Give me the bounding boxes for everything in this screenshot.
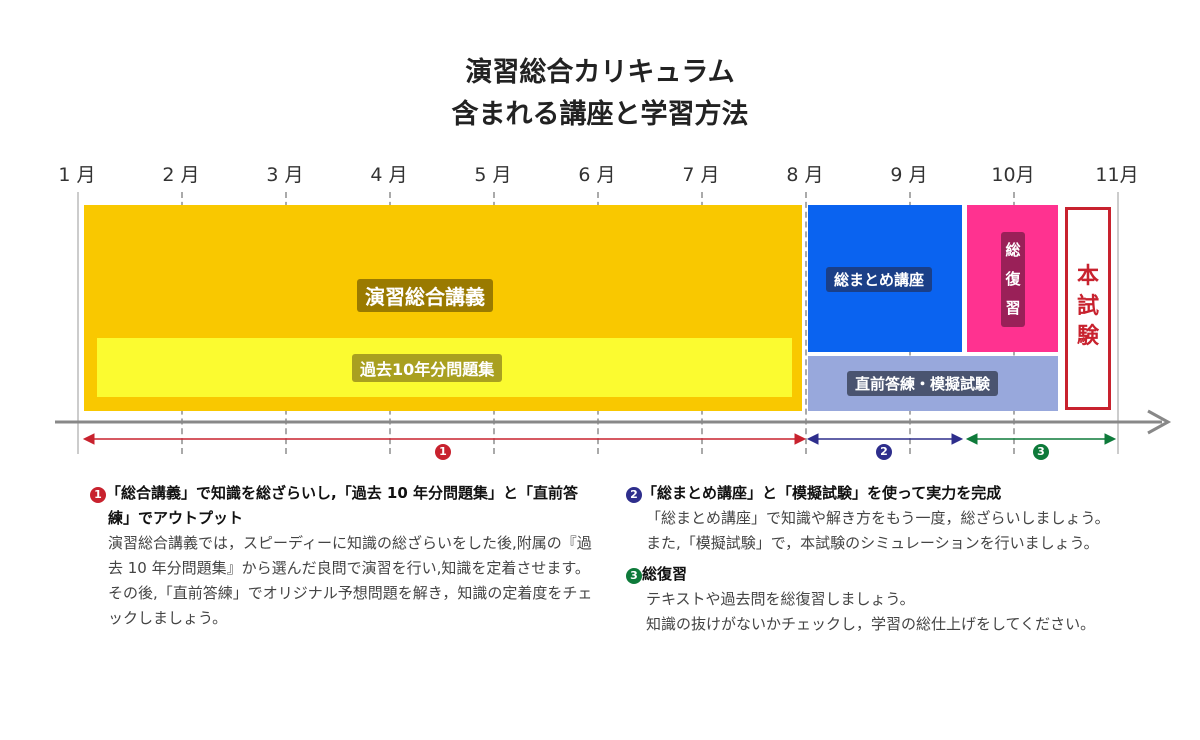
phase-1-badge: 1 [90, 487, 106, 503]
phase-2-badge: 2 [876, 444, 892, 460]
month-gridline [805, 192, 807, 454]
month-label: 5 月 [474, 164, 512, 186]
month-gridline [1117, 192, 1119, 454]
exam-char: 本 [1076, 264, 1099, 289]
axis-arrowhead [1147, 409, 1172, 435]
month-label: 10月 [991, 164, 1035, 186]
month-label: 7 月 [682, 164, 720, 186]
summary-label: 総まとめ講座 [826, 267, 933, 292]
practice-label: 直前答練・模擬試験 [847, 371, 999, 396]
title-line-2: 含まれる講座と学習方法 [451, 99, 749, 130]
note-1-heading: 「総合講義」で知識を総ざらいし,「過去 10 年分問題集」と「直前答練」でアウト… [106, 484, 579, 527]
note-3-heading: 総復習 [642, 565, 688, 583]
month-label: 1 月 [58, 164, 96, 186]
lecture-label: 演習総合講義 [357, 279, 493, 312]
review-char: 復 [1005, 270, 1021, 288]
review-char: 総 [1005, 241, 1021, 259]
note-3-body-1: テキストや過去問を総復習しましょう。 [646, 590, 915, 608]
past-questions-label: 過去10年分問題集 [352, 354, 503, 382]
note-1: 1「総合講義」で知識を総ざらいし,「過去 10 年分問題集」と「直前答練」でアウ… [90, 481, 600, 631]
phase-3-badge: 3 [1033, 444, 1049, 460]
month-label: 2 月 [162, 164, 200, 186]
phase-3-arrow [965, 433, 1117, 445]
month-gridline [77, 192, 79, 454]
month-label: 3 月 [266, 164, 304, 186]
note-2: 2「総まとめ講座」と「模擬試験」を使って実力を完成 「総まとめ講座」で知識や解き… [626, 481, 1121, 637]
phase-1-arrow [82, 433, 807, 445]
month-label: 11月 [1095, 164, 1139, 186]
exam-char: 試 [1076, 294, 1099, 319]
month-label: 6 月 [578, 164, 616, 186]
phase-3-badge: 3 [626, 568, 642, 584]
note-2-body: 「総まとめ講座」で知識や解き方をもう一度，総ざらいしましょう。また,「模擬試験」… [646, 509, 1110, 552]
note-1-body: 演習総合講義では，スピーディーに知識の総ざらいをした後,附属の『過去 10 年分… [108, 534, 593, 627]
note-2-heading: 「総まとめ講座」と「模擬試験」を使って実力を完成 [642, 484, 1002, 502]
timeline-arrows [55, 409, 1172, 445]
title-line-1: 演習総合カリキュラム [465, 57, 735, 88]
review-label: 総 復 習 [1001, 232, 1025, 327]
phase-2-badge: 2 [626, 487, 642, 503]
phase-2-arrow [806, 433, 964, 445]
phase-1-badge: 1 [435, 444, 451, 460]
month-label: 4 月 [370, 164, 408, 186]
note-3-body-2: 知識の抜けがないかチェックし，学習の総仕上げをしてください。 [646, 615, 1096, 633]
review-char: 習 [1005, 299, 1021, 317]
month-label: 8 月 [786, 164, 824, 186]
month-label: 9 月 [890, 164, 928, 186]
exam-block: 本 試 験 [1065, 207, 1111, 410]
exam-char: 験 [1076, 324, 1099, 349]
